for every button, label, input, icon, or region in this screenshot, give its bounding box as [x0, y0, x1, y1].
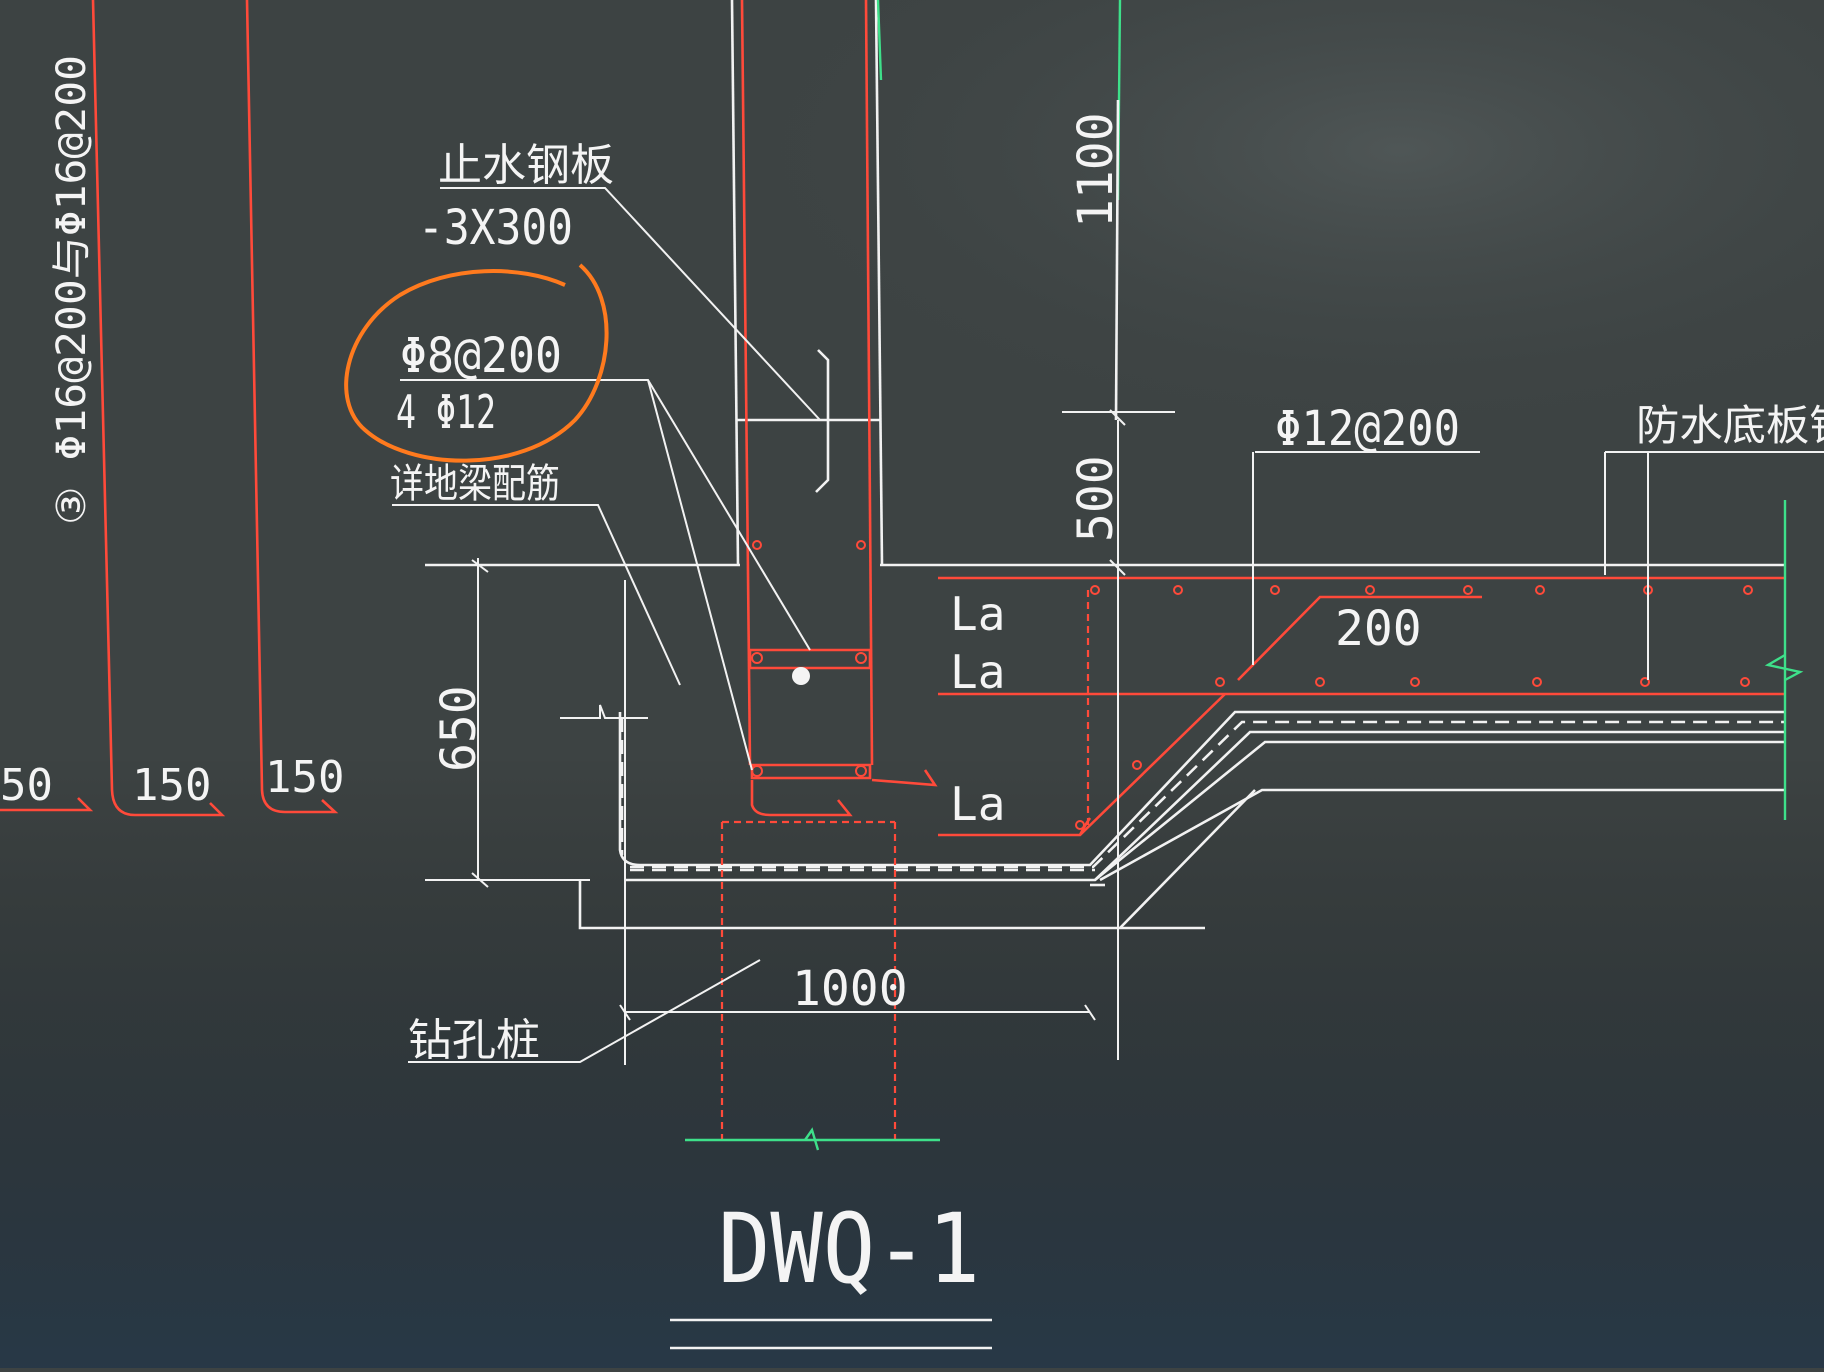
beam-rebar	[740, 0, 938, 817]
label-see-beam: 详地梁配筋	[390, 461, 560, 507]
dimension-200: 200	[1335, 601, 1422, 657]
dimension-500: 500	[1068, 455, 1124, 542]
left-rebar-lines	[0, 0, 339, 817]
markup-circle	[344, 263, 609, 463]
label-la-1: La	[950, 587, 1005, 641]
dimension-lines	[425, 409, 1175, 1065]
cursor-hand-icon	[792, 667, 810, 685]
label-stirrup-spec: Φ8@200	[400, 328, 562, 384]
dimension-650: 650	[431, 685, 487, 772]
label-waterstop-spec: -3X300	[418, 200, 573, 256]
dimension-1000: 1000	[792, 961, 908, 1017]
label-la-3: La	[950, 777, 1005, 831]
label-waterproof-slab: 防水底板钢筋	[1636, 401, 1824, 450]
label-bored-pile: 钻孔桩	[408, 1015, 540, 1066]
dimension-150-b: 150	[132, 760, 211, 811]
label-bottom-slab-bar: Φ12@200	[1275, 401, 1460, 457]
label-wall-bars: ③ Φ16@200与Φ16@200	[49, 55, 95, 525]
dimension-1100: 1100	[1068, 112, 1124, 228]
label-longitudinal-bars: 4 Φ12	[396, 385, 496, 439]
bottom-slab	[425, 500, 1804, 930]
label-la-2: La	[950, 645, 1005, 699]
dimension-150-a: 50	[0, 760, 53, 811]
drawing-title: DWQ-1	[718, 1193, 980, 1305]
dimension-150-c: 150	[265, 752, 344, 803]
label-waterstop-plate: 止水钢板	[438, 140, 614, 191]
wall-outline	[730, 0, 1122, 566]
leader-lines	[392, 187, 1824, 1350]
